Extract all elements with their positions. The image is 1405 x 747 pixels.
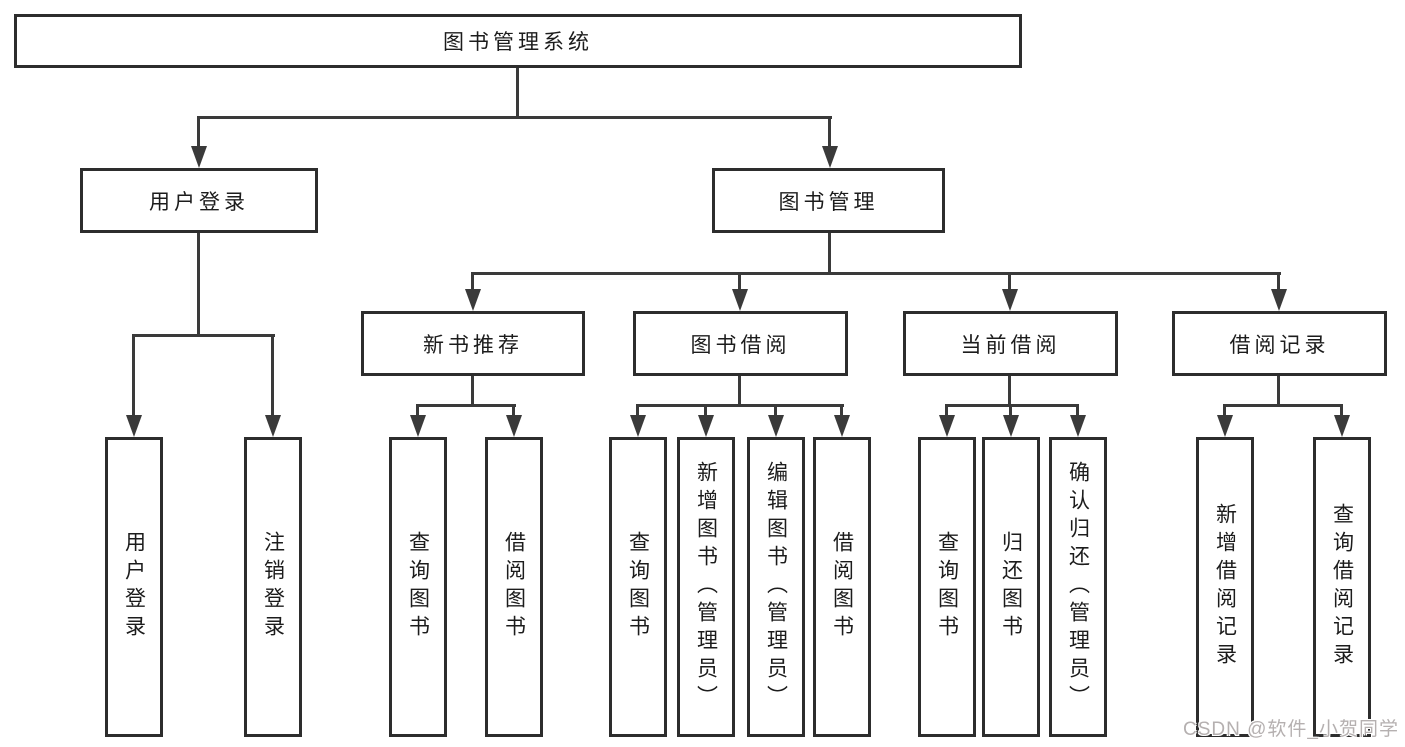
arrow-down-icon (1003, 415, 1019, 437)
connector-line (472, 272, 1281, 275)
connector-line (271, 334, 274, 419)
node-current-borrow-label: 当前借阅 (960, 333, 1061, 357)
arrow-down-icon (1070, 415, 1086, 437)
connector-line (1224, 404, 1343, 407)
connector-line (1223, 404, 1226, 419)
leaf-newbooks-borrow: 借阅图书 (485, 437, 543, 737)
leaf-newbooks-query: 查询图书 (389, 437, 447, 737)
leaf-label: 新增借阅记录 (1213, 503, 1237, 671)
connector-line (516, 68, 519, 118)
arrow-down-icon (768, 415, 784, 437)
node-book-mgmt-label: 图书管理 (778, 190, 879, 214)
leaf-label: 确认归还（管理员） (1066, 461, 1090, 713)
arrow-down-icon (191, 146, 207, 168)
arrow-down-icon (1217, 415, 1233, 437)
node-borrowing-label: 图书借阅 (690, 333, 791, 357)
leaf-current-return: 归还图书 (982, 437, 1040, 737)
connector-line (512, 404, 515, 419)
arrow-down-icon (1002, 289, 1018, 311)
node-book-mgmt: 图书管理 (712, 168, 945, 233)
connector-line (1008, 376, 1011, 407)
leaf-label: 编辑图书（管理员） (764, 461, 788, 713)
leaf-label: 查询图书 (626, 531, 650, 643)
connector-line (471, 376, 474, 407)
connector-line (133, 334, 275, 337)
connector-line (416, 404, 419, 419)
node-current-borrow: 当前借阅 (903, 311, 1118, 376)
node-new-books: 新书推荐 (361, 311, 585, 376)
node-new-books-label: 新书推荐 (423, 333, 523, 357)
connector-line (1277, 376, 1280, 407)
leaf-logout: 注销登录 (244, 437, 302, 737)
node-borrow-records: 借阅记录 (1172, 311, 1387, 376)
leaf-borrowing-add-admin: 新增图书（管理员） (677, 437, 735, 737)
connector-line (636, 404, 639, 419)
leaf-label: 借阅图书 (830, 531, 854, 643)
leaf-records-add: 新增借阅记录 (1196, 437, 1254, 737)
node-root-label: 图书管理系统 (443, 31, 593, 54)
arrow-down-icon (1271, 289, 1287, 311)
leaf-label: 注销登录 (261, 531, 285, 643)
connector-line (1008, 272, 1011, 294)
leaf-user-login: 用户登录 (105, 437, 163, 737)
node-user-login-label: 用户登录 (149, 190, 249, 214)
connector-line (738, 376, 741, 407)
arrow-down-icon (265, 415, 281, 437)
arrow-down-icon (506, 415, 522, 437)
leaf-label: 新增图书（管理员） (694, 461, 718, 713)
node-borrow-records-label: 借阅记录 (1229, 333, 1330, 357)
connector-line (1009, 404, 1012, 419)
node-user-login: 用户登录 (80, 168, 318, 233)
arrow-down-icon (410, 415, 426, 437)
connector-line (828, 233, 831, 275)
connector-line (704, 404, 707, 419)
connector-line (1277, 272, 1280, 294)
connector-line (471, 272, 474, 294)
node-root: 图书管理系统 (14, 14, 1022, 68)
leaf-label: 用户登录 (122, 531, 146, 643)
leaf-label: 归还图书 (999, 531, 1023, 643)
leaf-label: 查询图书 (935, 531, 959, 643)
arrow-down-icon (1334, 415, 1350, 437)
node-borrowing: 图书借阅 (633, 311, 848, 376)
connector-line (1076, 404, 1079, 419)
arrow-down-icon (939, 415, 955, 437)
leaf-label: 借阅图书 (502, 531, 526, 643)
connector-line (1340, 404, 1343, 419)
leaf-borrowing-query: 查询图书 (609, 437, 667, 737)
connector-line (637, 404, 844, 407)
arrow-down-icon (732, 289, 748, 311)
connector-line (132, 334, 135, 419)
connector-line (197, 233, 200, 337)
arrow-down-icon (698, 415, 714, 437)
connector-line (417, 404, 516, 407)
connector-line (828, 116, 831, 150)
arrow-down-icon (822, 146, 838, 168)
connector-line (840, 404, 843, 419)
arrow-down-icon (126, 415, 142, 437)
leaf-label: 查询借阅记录 (1330, 503, 1354, 671)
connector-line (198, 116, 832, 119)
arrow-down-icon (834, 415, 850, 437)
leaf-records-query: 查询借阅记录 (1313, 437, 1371, 737)
leaf-current-confirm-admin: 确认归还（管理员） (1049, 437, 1107, 737)
leaf-borrowing-borrow: 借阅图书 (813, 437, 871, 737)
connector-line (946, 404, 1079, 407)
csdn-watermark: CSDN @软件_小贺同学 (1183, 719, 1399, 740)
leaf-current-query: 查询图书 (918, 437, 976, 737)
connector-line (738, 272, 741, 294)
arrow-down-icon (630, 415, 646, 437)
leaf-label: 查询图书 (406, 531, 430, 643)
connector-line (197, 116, 200, 150)
leaf-borrowing-edit-admin: 编辑图书（管理员） (747, 437, 805, 737)
arrow-down-icon (465, 289, 481, 311)
connector-line (945, 404, 948, 419)
connector-line (774, 404, 777, 419)
